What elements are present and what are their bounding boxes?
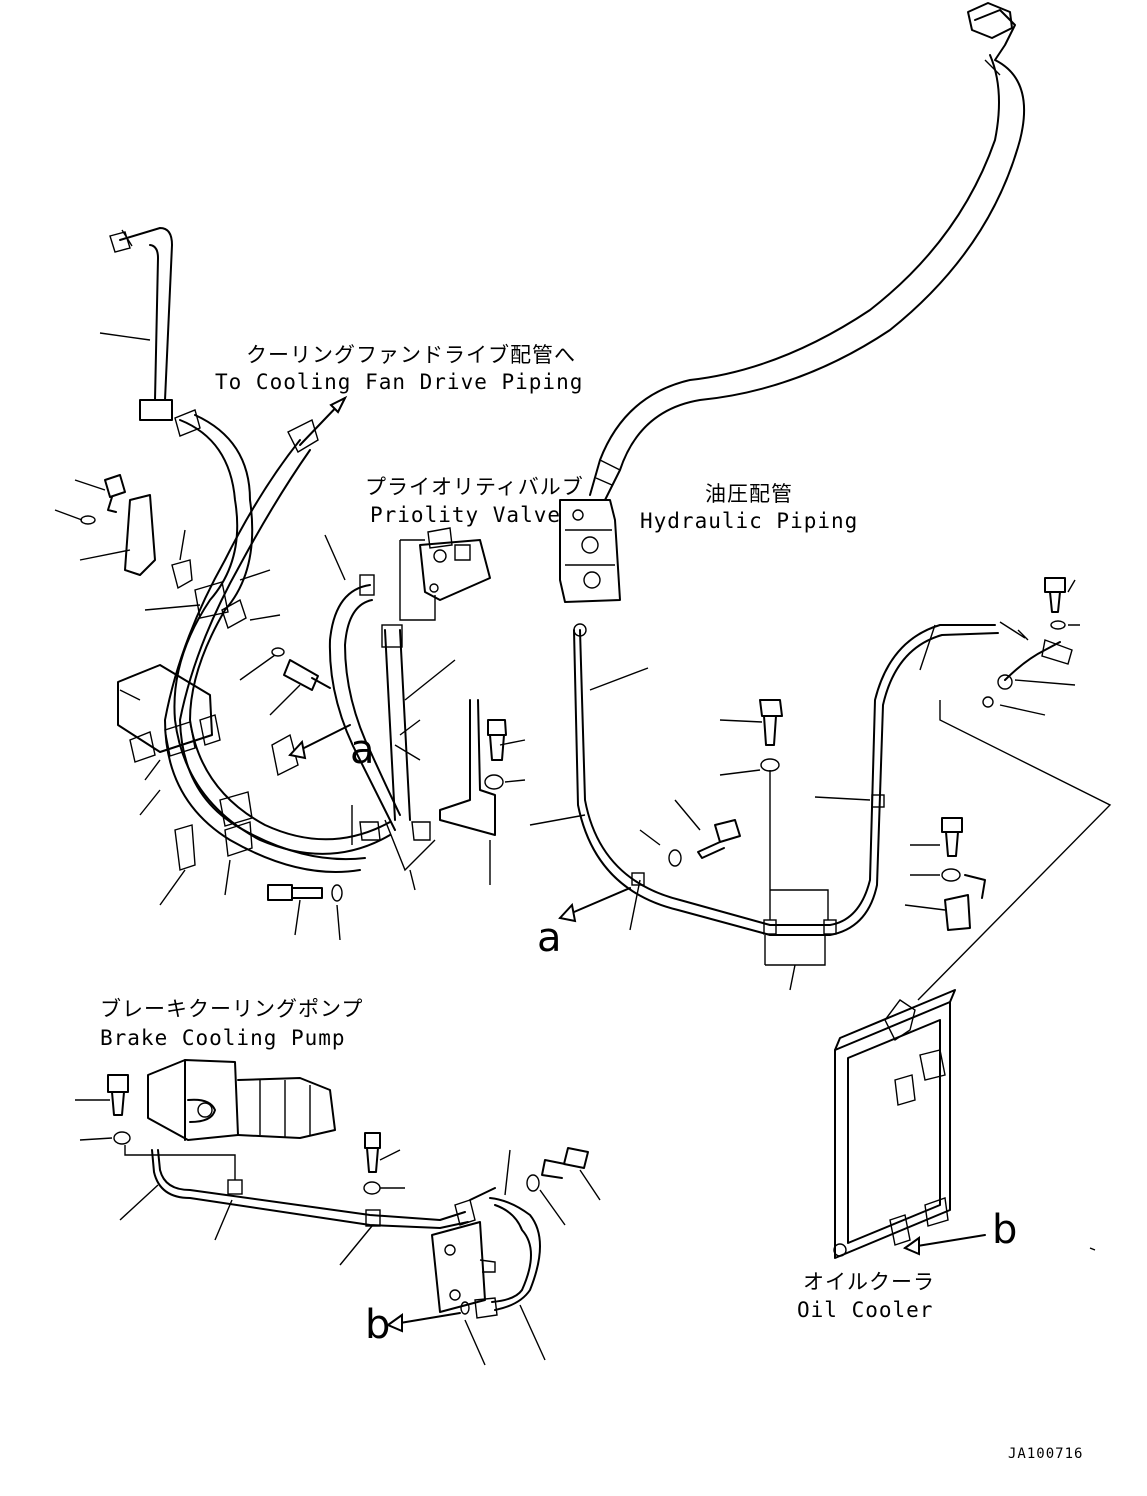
left-cooling-pipe (109, 227, 173, 421)
leader-clamp-group (769, 770, 829, 920)
priority-valve (399, 527, 491, 621)
leader-callout-a-left (394, 719, 421, 761)
label-hydraulic-jp: 油圧配管 (705, 482, 793, 506)
left-brackets-and-bolts (80, 474, 507, 902)
callout-b-right: b (992, 1207, 1018, 1253)
callout-a-left: a (350, 727, 375, 773)
brake-pump-mount-plate (431, 1221, 496, 1315)
leader-oil-cooler (917, 700, 1112, 1001)
label-brake-pump-en: Brake Cooling Pump (100, 1026, 346, 1050)
arrowhead-b-left (385, 1313, 403, 1333)
leader-lines (54, 332, 1096, 1366)
arrowhead-a-left (288, 739, 307, 760)
callout-b-left: b (365, 1302, 391, 1348)
oil-cooler-connector-hose (982, 639, 1073, 708)
callout-a-right: a (537, 915, 562, 961)
label-priority-valve-jp: プライオリティバルブ (365, 475, 584, 499)
fan-drive-hoses (164, 409, 391, 873)
label-priority-valve-en: Priolity Valve (370, 503, 562, 527)
label-oil-cooler-en: Oil Cooler (797, 1298, 934, 1322)
brake-cooling-pump (147, 1059, 336, 1141)
hydraulic-suction-hose (589, 2, 1026, 501)
arrowhead-a-right (558, 902, 577, 923)
arrowhead-fan-drive (329, 395, 348, 414)
priority-valve-hoses (328, 574, 411, 831)
oil-cooler (833, 989, 956, 1259)
arrowhead-b-right (902, 1236, 920, 1256)
brake-cooling-tube (151, 1149, 541, 1319)
leader-clamp-pair (764, 935, 826, 966)
hydraulic-flange-block (559, 499, 621, 603)
label-oil-cooler-jp: オイルクーラ (803, 1270, 935, 1294)
bolt-and-washer-set-right (668, 577, 1066, 931)
label-brake-pump-jp: ブレーキクーリングポンプ (100, 997, 364, 1021)
label-cooling-fan-jp: クーリングファンドライブ配管へ (246, 343, 576, 367)
hydraulic-tube (573, 621, 1029, 936)
drawing-code: JA100716 (1008, 1446, 1084, 1462)
label-cooling-fan-en: To Cooling Fan Drive Piping (215, 370, 584, 394)
label-hydraulic-en: Hydraulic Piping (640, 509, 859, 533)
